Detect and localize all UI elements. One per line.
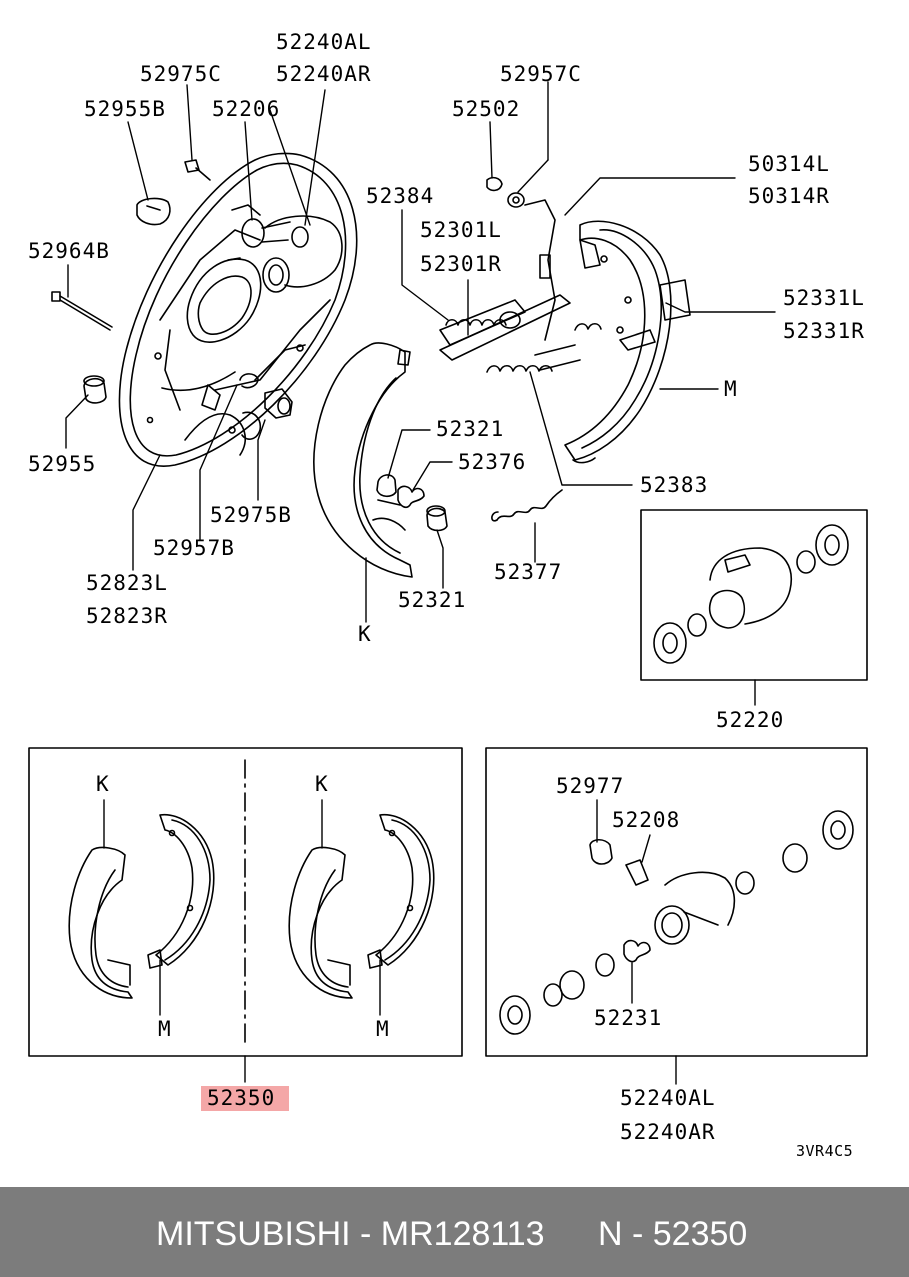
backing-plate-drawing (119, 153, 356, 466)
label-52220: 52220 (716, 708, 785, 732)
label-52321-a: 52321 (436, 417, 505, 441)
wheel-cylinder-kit-box (641, 510, 867, 680)
label-52975c: 52975C (140, 62, 222, 86)
wheel-cylinder-kit-drawing (654, 525, 848, 663)
brake-shoe-m-drawing (525, 200, 690, 463)
label-k-main: K (358, 622, 372, 646)
label-52975b: 52975B (210, 503, 292, 527)
label-m-box2: M (376, 1017, 390, 1041)
diagram-drawing (0, 0, 909, 1187)
shoe-set-right-drawing (289, 815, 434, 998)
label-52331r: 52331R (783, 319, 865, 343)
label-52206: 52206 (212, 97, 281, 121)
exploded-brake-diagram: 52240AL 52240AR 52975C 52955B 52206 5295… (0, 0, 909, 1187)
label-52502: 52502 (452, 97, 521, 121)
label-52331l: 52331L (783, 286, 865, 310)
label-52823r: 52823R (86, 604, 168, 628)
label-52964b: 52964B (28, 239, 110, 263)
shoe-set-left-drawing (69, 815, 214, 998)
label-52350-highlighted: 52350 (201, 1086, 290, 1111)
label-52301r: 52301R (420, 252, 502, 276)
label-52957c: 52957C (500, 62, 582, 86)
adjuster-assembly-drawing (440, 178, 601, 372)
label-52384: 52384 (366, 184, 435, 208)
label-52977: 52977 (556, 774, 625, 798)
label-52301l: 52301L (420, 218, 502, 242)
label-52240al-top: 52240AL (276, 30, 372, 54)
footer-bar: MITSUBISHI - MR128113 N - 52350 (0, 1187, 909, 1277)
brake-shoe-k-drawing (314, 343, 412, 577)
label-m-main: M (724, 377, 738, 401)
label-52321-b: 52321 (398, 588, 467, 612)
label-52208: 52208 (612, 808, 681, 832)
label-52955: 52955 (28, 452, 97, 476)
label-52377: 52377 (494, 560, 563, 584)
footer-brand-part: MITSUBISHI - MR128113 (156, 1215, 545, 1253)
label-k-box1: K (96, 772, 110, 796)
label-52240ar-top: 52240AR (276, 62, 372, 86)
label-52231: 52231 (594, 1006, 663, 1030)
label-52383: 52383 (640, 473, 709, 497)
hold-down-parts-drawing (377, 475, 562, 531)
label-52240ar-bottom: 52240AR (620, 1120, 716, 1144)
label-m-box1: M (158, 1017, 172, 1041)
label-52957b: 52957B (153, 536, 235, 560)
small-parts-left-drawing (52, 160, 292, 418)
label-52955b: 52955B (84, 97, 166, 121)
label-52240al-bottom: 52240AL (620, 1086, 716, 1110)
wheel-cylinder-assy-box (486, 748, 867, 1056)
label-52376: 52376 (458, 450, 527, 474)
label-50314r: 50314R (748, 184, 830, 208)
diagram-code: 3VR4C5 (796, 1142, 854, 1160)
footer-ref: N - 52350 (598, 1215, 748, 1253)
wheel-cylinder-assy-drawing (500, 811, 853, 1034)
wheel-cylinder-on-plate-drawing (228, 205, 342, 292)
leader-lines (66, 82, 775, 1084)
label-k-box2: K (315, 772, 329, 796)
label-50314l: 50314L (748, 152, 830, 176)
label-52823l: 52823L (86, 571, 168, 595)
